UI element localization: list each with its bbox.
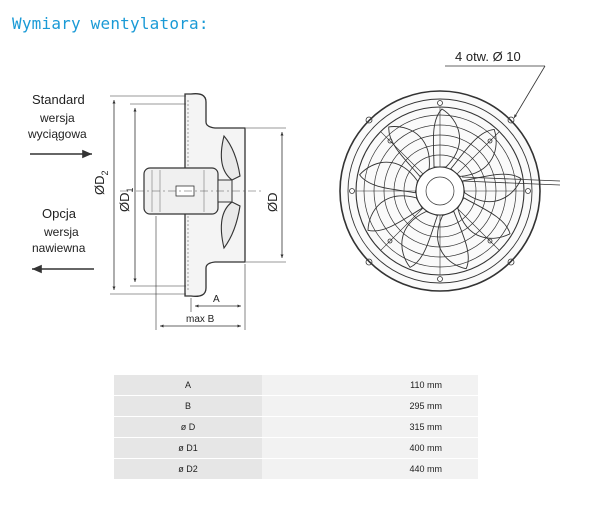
dim-d2-label: ØD2 (92, 170, 110, 195)
row-value: 295 mm (262, 395, 478, 417)
table-row: ø D 315 mm (114, 416, 478, 438)
table-row: ø D2 440 mm (114, 458, 478, 480)
row-key: A (114, 375, 262, 396)
standard-label: Standard (32, 92, 85, 107)
dim-a-label: A (213, 294, 220, 305)
fan-blade-profile-bottom (220, 201, 241, 250)
holes-leader (445, 65, 546, 119)
standard-sub1: wersja (39, 111, 75, 125)
option-sub1: wersja (43, 225, 79, 239)
row-value: 440 mm (262, 458, 478, 480)
option-sub2: nawiewna (32, 241, 86, 255)
row-value: 315 mm (262, 416, 478, 438)
table-row: A 110 mm (114, 375, 478, 396)
mounting-holes (349, 100, 531, 282)
fan-dimension-drawing: Standard wersja wyciągowa Opcja wersja n… (27, 49, 561, 330)
page-title: Wymiary wentylatora: (12, 14, 209, 33)
motor-hub (415, 166, 465, 216)
fan-blades (359, 108, 522, 270)
power-cable (461, 180, 561, 186)
row-key: ø D2 (114, 458, 262, 480)
side-view (30, 93, 286, 330)
row-key: ø D1 (114, 437, 262, 459)
dim-d-label: ØD (265, 193, 280, 213)
row-value: 400 mm (262, 437, 478, 459)
dimensions-table: A 110 mm B 295 mm ø D 315 mm ø D1 400 mm… (114, 375, 478, 480)
row-value: 110 mm (262, 375, 478, 396)
option-label: Opcja (42, 206, 77, 221)
row-key: B (114, 395, 262, 417)
table-row: ø D1 400 mm (114, 437, 478, 459)
holes-label: 4 otw. Ø 10 (455, 49, 521, 64)
standard-sub2: wyciągowa (27, 127, 87, 141)
dim-d1-label: ØD1 (117, 187, 135, 212)
front-view (339, 90, 561, 292)
fan-blade-profile-top (220, 134, 241, 181)
row-key: ø D (114, 416, 262, 438)
dim-b-label: max B (186, 314, 215, 325)
table-row: B 295 mm (114, 395, 478, 417)
